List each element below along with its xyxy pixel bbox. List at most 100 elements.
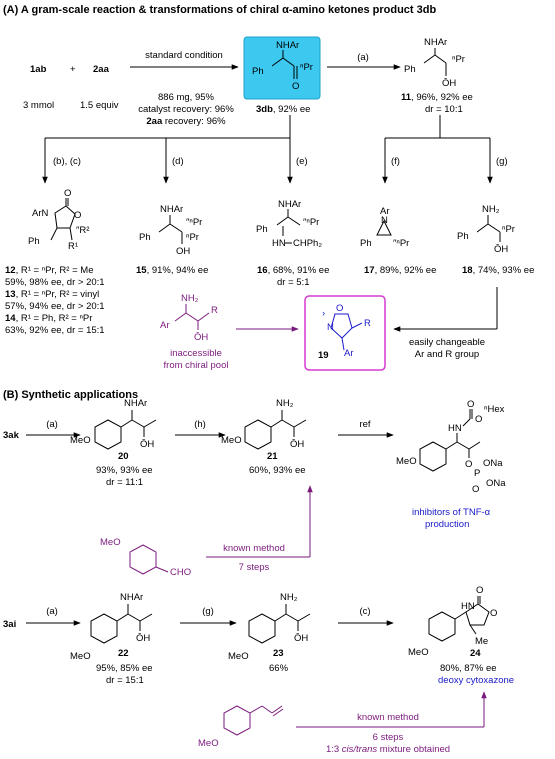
svg-text:known method: known method: [223, 543, 285, 554]
mixture-label: 1:3 cis/trans mixture obtained: [326, 744, 450, 755]
svg-text:80%, 87% ee: 80%, 87% ee: [440, 663, 497, 674]
result-line-1: 886 mg, 95%: [158, 92, 215, 103]
svg-text:dr = 10:1: dr = 10:1: [425, 104, 463, 115]
start-3ai: 3ai: [3, 619, 16, 630]
tnf-line-1: inhibitors of TNF-α: [412, 507, 491, 518]
compound-18-label: 18, 74%, 93% ee: [462, 265, 534, 276]
svg-text:NHAr: NHAr: [120, 592, 143, 603]
compound-19-box: [304, 295, 386, 371]
inaccessible-line-1: inaccessible: [170, 348, 222, 359]
result-line-2: catalyst recovery: 96%: [138, 104, 234, 115]
svg-text:ⁿPr: ⁿPr: [452, 54, 465, 65]
svg-text:O: O: [465, 459, 472, 470]
svg-text:O: O: [490, 608, 497, 619]
svg-text:dr = 5:1: dr = 5:1: [277, 277, 309, 288]
compound-21-structure: [244, 410, 307, 450]
svg-text:HN: HN: [272, 238, 286, 249]
svg-text:ŌH: ŌH: [194, 332, 208, 343]
compound-18-structure: [476, 215, 501, 242]
svg-text:O: O: [467, 399, 474, 410]
amino-alcohol-structure: [174, 304, 210, 330]
svg-text:R¹: R¹: [68, 241, 78, 252]
svg-text:NH₂: NH₂: [181, 293, 199, 304]
svg-text:Ph: Ph: [404, 64, 416, 75]
svg-text:59%, 98% ee, dr > 20:1: 59%, 98% ee, dr > 20:1: [5, 277, 105, 288]
svg-text:MeO: MeO: [70, 435, 91, 446]
svg-text:O: O: [74, 210, 81, 221]
svg-text:95%, 85% ee: 95%, 85% ee: [96, 663, 153, 674]
known-method-arrow-1: [206, 485, 313, 558]
svg-text:NH₂: NH₂: [280, 592, 298, 603]
svg-text:Ph: Ph: [139, 232, 151, 243]
svg-text:MeO: MeO: [221, 435, 242, 446]
changeable-line-1: easily changeable: [409, 337, 485, 348]
compound-15-label: 15, 91%, 94% ee: [136, 265, 208, 276]
svg-text:MeO: MeO: [396, 456, 417, 467]
svg-text:CHO: CHO: [170, 567, 191, 578]
compound-24-structure: [428, 596, 490, 642]
branch-lines: [42, 115, 493, 184]
compound-22-structure: [90, 604, 153, 644]
compound-12-structure: [50, 198, 76, 241]
svg-text:N: N: [381, 215, 388, 226]
svg-text:Ph: Ph: [256, 224, 268, 235]
svg-text:Ph: Ph: [252, 66, 264, 77]
condition-label: standard condition: [145, 50, 223, 61]
svg-text:ⁿHex: ⁿHex: [484, 404, 505, 415]
svg-text:Ph: Ph: [457, 231, 469, 242]
allyl-anisole-structure: [223, 705, 284, 736]
svg-text:60%, 93% ee: 60%, 93% ee: [249, 465, 306, 476]
result-line-3: 2aa recovery: 96%: [146, 116, 226, 127]
compound-20-structure: [94, 410, 157, 450]
svg-text:NHAr: NHAr: [276, 40, 299, 51]
svg-text:dr = 11:1: dr = 11:1: [106, 477, 143, 488]
compound-12-label: 12, R¹ = ⁿPr, R² = Me: [5, 265, 93, 276]
compound-24-label: 24: [470, 648, 481, 659]
svg-text:ŌH: ŌH: [290, 439, 304, 450]
svg-text:NHAr: NHAr: [124, 398, 147, 409]
compound-17-label: 17, 89%, 92% ee: [364, 265, 436, 276]
svg-text:dr = 15:1: dr = 15:1: [106, 675, 144, 686]
svg-text:MeO: MeO: [228, 651, 249, 662]
svg-text:P: P: [474, 468, 480, 479]
reagent-2aa: 2aa: [93, 64, 110, 75]
svg-text:NHAr: NHAr: [278, 199, 301, 210]
compound-11-label: 11, 96%, 92% ee: [401, 92, 473, 103]
svg-text:NHAr: NHAr: [424, 37, 447, 48]
product-3db-label: 3db, 92% ee: [256, 104, 310, 115]
svg-text:Me: Me: [475, 636, 488, 647]
svg-text:O: O: [336, 303, 343, 314]
svg-text:ŌH: ŌH: [294, 633, 308, 644]
svg-text:Ph: Ph: [28, 236, 40, 247]
svg-text:(c): (c): [359, 606, 370, 617]
svg-text:ⁿPr: ⁿPr: [300, 62, 313, 73]
compound-15-structure: [158, 215, 183, 244]
compound-23-label: 23: [273, 648, 284, 659]
plus-sign: +: [70, 64, 76, 75]
svg-text:O: O: [64, 188, 71, 199]
svg-text:ⁿPr: ⁿPr: [502, 224, 515, 235]
product-3db-structure: [271, 50, 298, 79]
inaccessible-line-2: from chiral pool: [164, 360, 229, 371]
svg-text:(b), (c): (b), (c): [53, 156, 81, 167]
svg-text:Ph: Ph: [360, 238, 372, 249]
svg-text:(a): (a): [46, 606, 58, 617]
svg-text:ref: ref: [359, 419, 370, 430]
reagent-1ab: 1ab: [30, 64, 47, 75]
svg-text:(h): (h): [194, 419, 206, 430]
svg-text:MeO: MeO: [70, 651, 91, 662]
svg-text:O: O: [476, 585, 483, 596]
svg-text:″R²: ″R²: [76, 225, 89, 236]
svg-text:ŌH: ŌH: [494, 244, 508, 255]
svg-text:7 steps: 7 steps: [239, 562, 270, 573]
svg-text:ŌH: ŌH: [140, 439, 154, 450]
arrow-18-to-19: [393, 287, 498, 332]
svg-text:ArN: ArN: [32, 208, 49, 219]
svg-text:R: R: [211, 305, 218, 316]
tnf-line-2: production: [425, 519, 469, 530]
section-b-title: (B) Synthetic applications: [3, 389, 138, 401]
svg-text:(g): (g): [496, 156, 508, 167]
compound-22-label: 22: [118, 648, 129, 659]
svg-text:known method: known method: [357, 712, 419, 723]
svg-text:″ⁿPr: ″ⁿPr: [186, 217, 202, 228]
